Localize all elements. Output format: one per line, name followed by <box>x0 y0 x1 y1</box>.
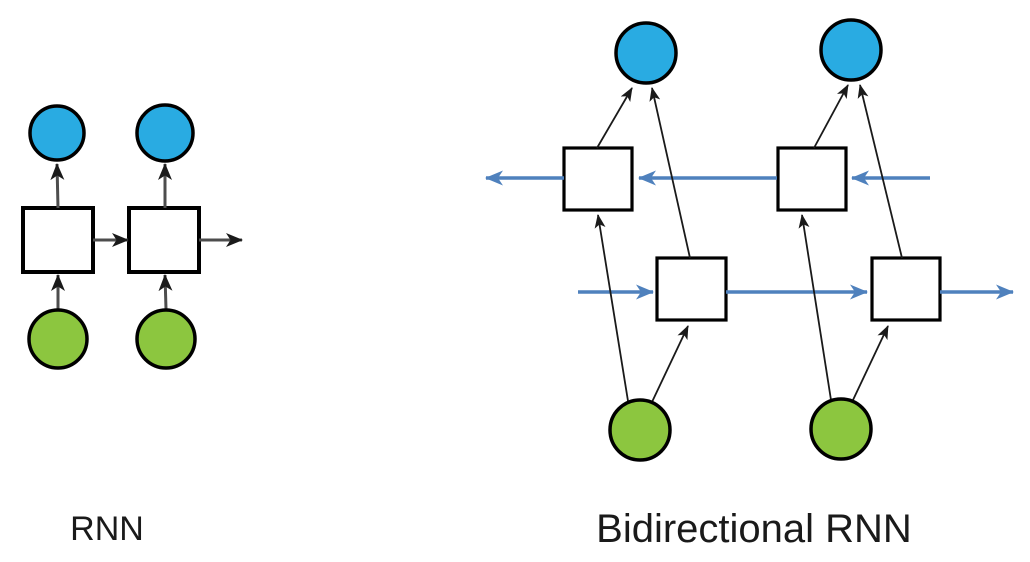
rnn-hidden-node-2 <box>127 206 201 274</box>
birnn-arrow-input1-to-forward1 <box>651 325 689 403</box>
birnn-arrow-input2-to-backward2 <box>798 214 832 401</box>
birnn-arrow-backward1-to-output1 <box>596 87 633 149</box>
birnn-output-node-2 <box>819 18 883 82</box>
birnn-input-node-2 <box>809 397 873 461</box>
birnn-arrow-backward2-to-output2 <box>813 84 849 149</box>
birnn-input-node-1 <box>608 398 672 462</box>
birnn-caption: Bidirectional RNN <box>596 507 912 551</box>
rnn-arrow-input2-to-hidden2 <box>158 274 173 310</box>
birnn-arrow-forward1-to-output1 <box>649 87 691 259</box>
rnn-diagram <box>21 103 243 370</box>
rnn-output-node-2 <box>135 103 195 163</box>
rnn-input-node-2 <box>135 308 197 370</box>
rnn-input-node-1 <box>27 308 89 370</box>
birnn-backward-cell-2 <box>776 146 848 212</box>
birnn-forward-cell-2 <box>870 256 942 322</box>
rnn-hidden-node-1 <box>21 206 95 274</box>
birnn-diagram <box>485 18 1014 462</box>
birnn-output-node-1 <box>614 21 678 85</box>
birnn-arrow-input1-to-backward1 <box>594 214 629 402</box>
rnn-caption: RNN <box>70 510 144 548</box>
birnn-arrow-input2-to-forward2 <box>852 325 889 401</box>
rnn-output-node-1 <box>28 104 86 162</box>
rnn-arrow-hidden1-to-output1 <box>50 163 65 209</box>
birnn-forward-cell-1 <box>655 256 728 322</box>
birnn-arrow-forward2-to-output2 <box>857 84 903 259</box>
birnn-backward-cell-1 <box>562 146 634 212</box>
